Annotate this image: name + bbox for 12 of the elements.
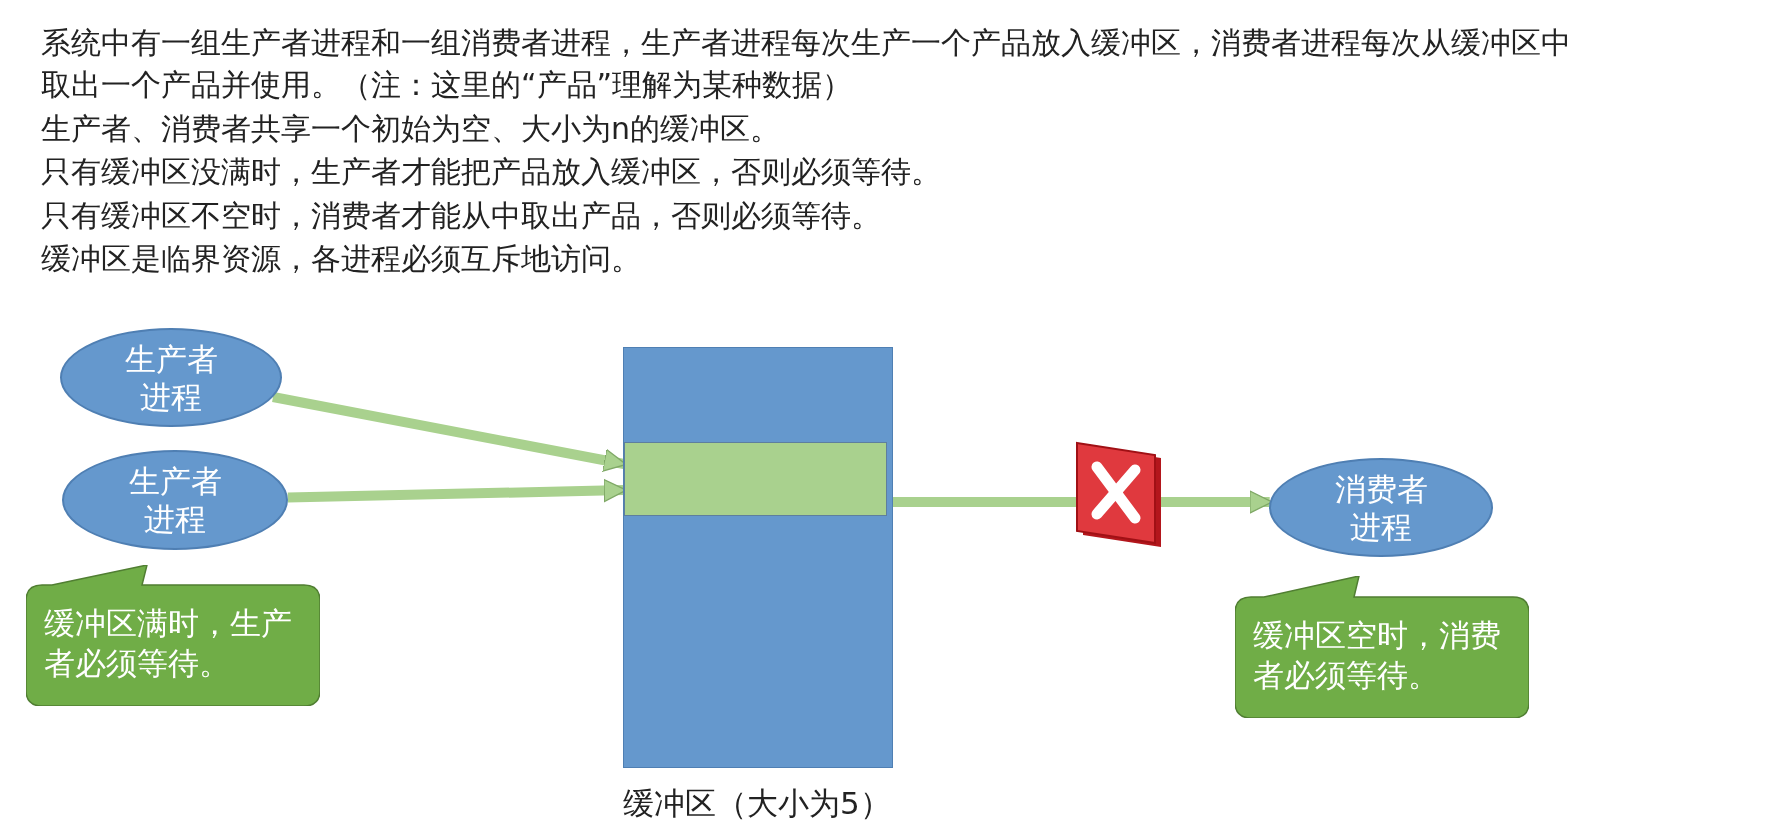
process-ellipse: 消费者进程 <box>1269 458 1493 557</box>
process-ellipse: 生产者进程 <box>60 328 282 427</box>
description-text: 缓冲区是临界资源，各进程必须互斥地访问。 <box>41 240 641 278</box>
speech-bubble: 缓冲区空时，消费者必须等待。 <box>1235 576 1529 718</box>
description-text: 生产者、消费者共享一个初始为空、大小为n的缓冲区。 <box>41 109 780 148</box>
description-text: 只有缓冲区不空时，消费者才能从中取出产品，否则必须等待。 <box>41 196 881 235</box>
product-slot <box>624 442 887 516</box>
buffer-caption: 缓冲区（大小为5） <box>623 784 891 822</box>
speech-bubble: 缓冲区满时，生产者必须等待。 <box>26 565 320 706</box>
description-text: 系统中有一组生产者进程和一组消费者进程，生产者进程每次生产一个产品放入缓冲区，消费者进程每次从缓冲区中取出一个产品并使用。（注：这里的“产品”理解为某种数据） <box>41 24 1572 104</box>
description-text: 只有缓冲区没满时，生产者才能把产品放入缓冲区，否则必须等待。 <box>41 153 941 191</box>
process-ellipse: 生产者进程 <box>62 450 288 550</box>
